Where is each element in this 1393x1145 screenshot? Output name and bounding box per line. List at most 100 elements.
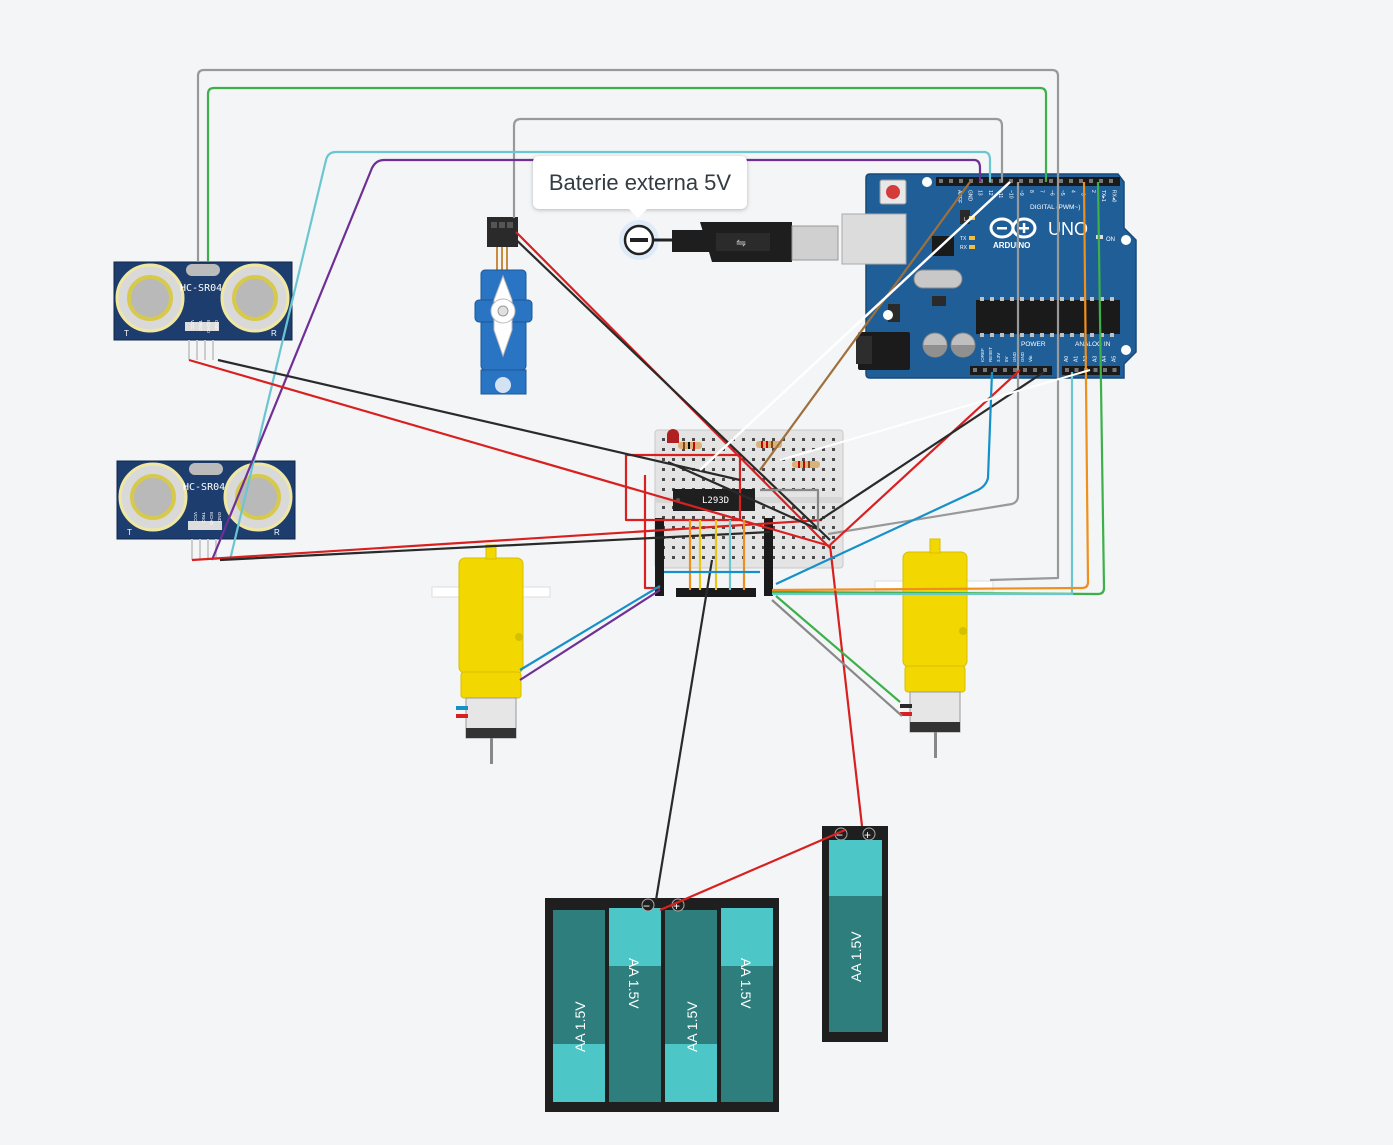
ultrasonic-sensor-top[interactable]: HC-SR04 T R VCC TRIG ECHO GND — [113, 261, 293, 360]
mcu-pins — [980, 297, 1114, 337]
battery-minus-terminal: − — [836, 828, 843, 842]
svg-text:⇋: ⇋ — [736, 236, 746, 250]
arduino-uno-board[interactable]: ARDUINO UNO ON DIGITAL (PWM~) POWER ANAL… — [841, 173, 1137, 379]
usb-cable[interactable]: ⇋ — [672, 222, 839, 262]
battery-cell: AA 1.5V — [609, 908, 661, 1102]
arduino-digital-label: DIGITAL (PWM~) — [1030, 204, 1080, 211]
digital-pin-label: ~9 — [1018, 190, 1024, 196]
wire-gray — [196, 68, 1060, 582]
wire-purple — [519, 589, 661, 681]
svg-text:AA 1.5V: AA 1.5V — [572, 1001, 588, 1052]
wire-blue — [519, 585, 661, 671]
digital-pin-label: ~10 — [1008, 190, 1014, 199]
analog-pin-label: A5 — [1112, 356, 1118, 362]
power-pin-label: 5V — [1004, 356, 1009, 362]
battery-cell: AA 1.5V — [721, 908, 773, 1102]
wire-orange — [771, 181, 1090, 592]
digital-pin-label: ~6 — [1049, 190, 1055, 196]
arduino-model-text: UNO — [1048, 219, 1088, 239]
sensor-pin-gnd: GND — [217, 512, 222, 523]
power-pin-label: Vin — [1028, 355, 1033, 362]
wire-green — [771, 181, 1106, 596]
power-header[interactable] — [970, 366, 1052, 375]
wire-red — [659, 828, 846, 912]
sensor-model-label: HC-SR04 — [180, 283, 222, 294]
wire-gray — [827, 182, 1020, 536]
wire-gray — [771, 599, 903, 717]
sensor-right-mark: R — [271, 329, 277, 338]
wire-gray — [760, 488, 820, 530]
battery-pack-1xaa[interactable]: AA 1.5V − + — [822, 826, 888, 1042]
power-pin-label: GND — [1020, 351, 1025, 362]
servo-motor[interactable] — [474, 217, 533, 395]
sensor-pin-echo: ECHO — [206, 320, 211, 334]
arduino-logo-text: ARDUINO — [993, 241, 1030, 250]
usb-port[interactable] — [841, 213, 907, 265]
sensor-left-mark: T — [124, 329, 129, 338]
digital-pin-label: 8 — [1028, 190, 1034, 193]
tooltip-label: Baterie externa 5V — [548, 169, 732, 195]
wire-cyan — [228, 150, 992, 561]
analog-pin-label: A0 — [1064, 356, 1070, 362]
wire-white — [699, 181, 1011, 471]
atmega-chip — [976, 300, 1120, 334]
analog-header[interactable] — [1062, 366, 1120, 375]
battery-plus-terminal: + — [864, 828, 871, 842]
sensor-pin-trig: TRIG — [201, 512, 206, 523]
battery-cell: AA 1.5V — [553, 910, 605, 1102]
wire-black — [667, 460, 821, 532]
digital-pin-label: 12 — [987, 190, 993, 196]
wire-red — [188, 358, 831, 548]
ultrasonic-sensor-bottom[interactable]: HC-SR04 T R VCC TRIG ECHO GND — [116, 460, 296, 560]
power-pin-label: IOREF — [980, 348, 985, 362]
digital-pin-label: ~5 — [1059, 190, 1065, 196]
wires[interactable] — [188, 68, 1106, 912]
digital-pin-label: 2 — [1090, 190, 1096, 193]
arduino-led-tx: TX — [960, 236, 967, 242]
wire-blue — [775, 371, 994, 585]
wire-black — [217, 358, 741, 482]
pin-header — [764, 518, 773, 596]
digital-header[interactable] — [936, 177, 1120, 186]
digital-pin-label: 13 — [977, 190, 983, 196]
wire-cyan — [772, 372, 1074, 596]
digital-pin-label: ~11 — [997, 190, 1003, 198]
arduino-on-label: ON — [1106, 237, 1115, 243]
sensor-pin-gnd: GND — [214, 320, 219, 331]
sensor-model-label: HC-SR04 — [183, 482, 225, 493]
wire-black — [219, 530, 771, 562]
dc-motor-left[interactable] — [431, 544, 551, 764]
pin-header — [655, 518, 664, 596]
svg-text:AA 1.5V: AA 1.5V — [738, 958, 754, 1009]
battery-minus-terminal: − — [643, 899, 650, 913]
resistor[interactable] — [756, 441, 782, 448]
svg-text:AA 1.5V: AA 1.5V — [684, 1001, 700, 1052]
power-pin-label: 3.3V — [996, 353, 1001, 362]
l293d-motor-driver[interactable]: L293D — [673, 489, 755, 511]
wire-brown — [759, 181, 971, 471]
sensor-right-mark: R — [274, 528, 280, 537]
digital-pin-label: 4 — [1069, 190, 1075, 193]
digital-pin-label: ~3 — [1080, 190, 1086, 196]
arduino-led-rx: RX — [960, 245, 968, 251]
resistor[interactable] — [678, 442, 702, 449]
servo-horn-icon — [497, 305, 509, 317]
sensor-pin-echo: ECHO — [209, 512, 214, 526]
wire-green — [775, 595, 901, 703]
sensor-pin-trig: TRIG — [198, 320, 203, 331]
battery-plus-terminal: + — [673, 899, 680, 913]
external-battery-tooltip: Baterie externa 5V — [533, 156, 747, 218]
battery-pack-4xaa[interactable]: AA 1.5V AA 1.5V AA 1.5V AA 1.5V − + — [545, 898, 779, 1112]
analog-pin-label: A1 — [1074, 356, 1080, 362]
breadboard-led[interactable] — [667, 429, 679, 443]
wire-green — [206, 86, 1048, 262]
wire-red — [624, 453, 742, 522]
resistor[interactable] — [792, 461, 820, 468]
analog-pin-label: A4 — [1102, 356, 1108, 362]
dc-motor-right[interactable] — [874, 538, 994, 758]
sensor-pin-vcc: VCC — [190, 320, 195, 330]
external-battery-terminal[interactable] — [619, 220, 672, 260]
wire-gray — [512, 117, 1004, 218]
